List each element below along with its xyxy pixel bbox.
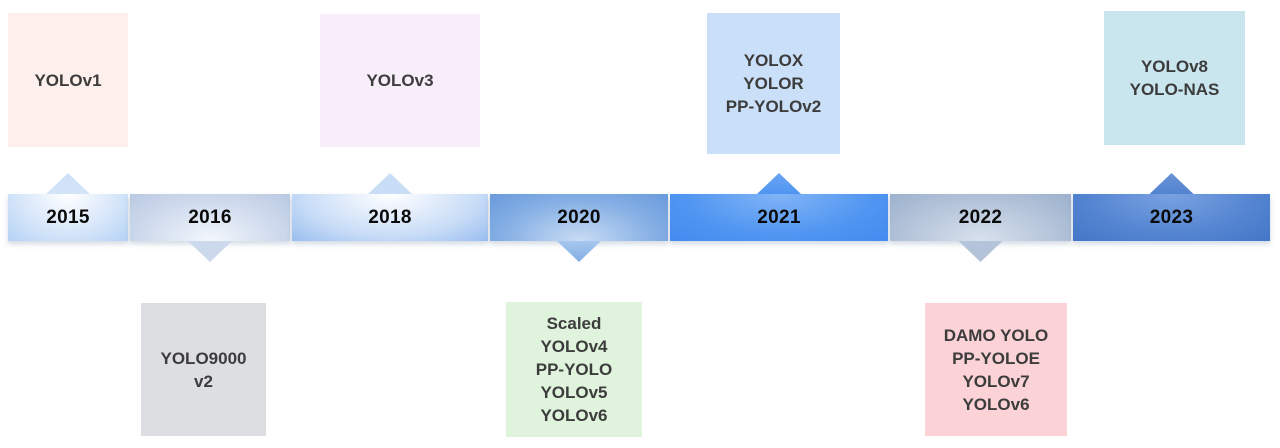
event-label: YOLOv3	[366, 71, 434, 90]
event-box-damo-yolo: DAMO YOLO PP-YOLOE YOLOv7 YOLOv6	[925, 303, 1067, 436]
event-box-scaled-yolov4: Scaled YOLOv4 PP-YOLO YOLOv5 YOLOv6	[506, 302, 642, 437]
year-label: 2022	[958, 206, 1003, 228]
event-label: Scaled YOLOv4 PP-YOLO YOLOv5 YOLOv6	[535, 314, 613, 425]
connector-arrow-up-icon	[1149, 173, 1194, 194]
event-box-yolov3: YOLOv3	[320, 14, 480, 147]
connector-arrow-up-icon	[46, 173, 90, 194]
timeline: 2015 2016 2018 2020 2021 2022 2023	[0, 173, 1280, 262]
year-label: 2018	[368, 206, 412, 228]
timeline-segment-2023: 2023	[1073, 173, 1270, 241]
timeline-segment-2018: 2018	[292, 173, 488, 241]
timeline-segment-2020: 2020	[490, 194, 668, 262]
year-label: 2021	[757, 206, 801, 228]
timeline-segment-2016: 2016	[130, 194, 290, 262]
timeline-segment-2015: 2015	[8, 173, 128, 241]
year-label: 2016	[188, 206, 232, 228]
event-label: YOLO9000 v2	[160, 348, 247, 391]
event-box-yolov8: YOLOv8 YOLO-NAS	[1104, 11, 1245, 145]
year-label: 2020	[557, 206, 601, 228]
event-box-yolo9000-v2: YOLO9000 v2	[141, 303, 266, 436]
connector-arrow-down-icon	[188, 241, 232, 262]
event-box-yolox: YOLOX YOLOR PP-YOLOv2	[707, 13, 840, 154]
connector-arrow-down-icon	[557, 241, 601, 262]
event-label: YOLOX YOLOR PP-YOLOv2	[725, 51, 822, 116]
connector-arrow-up-icon	[368, 173, 412, 194]
timeline-segment-2022: 2022	[890, 194, 1071, 262]
timeline-segment-2021: 2021	[670, 173, 888, 241]
event-label: YOLOv8 YOLO-NAS	[1129, 57, 1220, 99]
connector-arrow-up-icon	[757, 173, 801, 194]
year-label: 2023	[1149, 206, 1194, 228]
event-label: DAMO YOLO PP-YOLOE YOLOv7 YOLOv6	[943, 325, 1049, 414]
event-label: YOLOv1	[34, 70, 102, 90]
connector-arrow-down-icon	[958, 241, 1003, 262]
event-box-yolov1: YOLOv1	[8, 13, 128, 147]
year-label: 2015	[46, 206, 90, 228]
